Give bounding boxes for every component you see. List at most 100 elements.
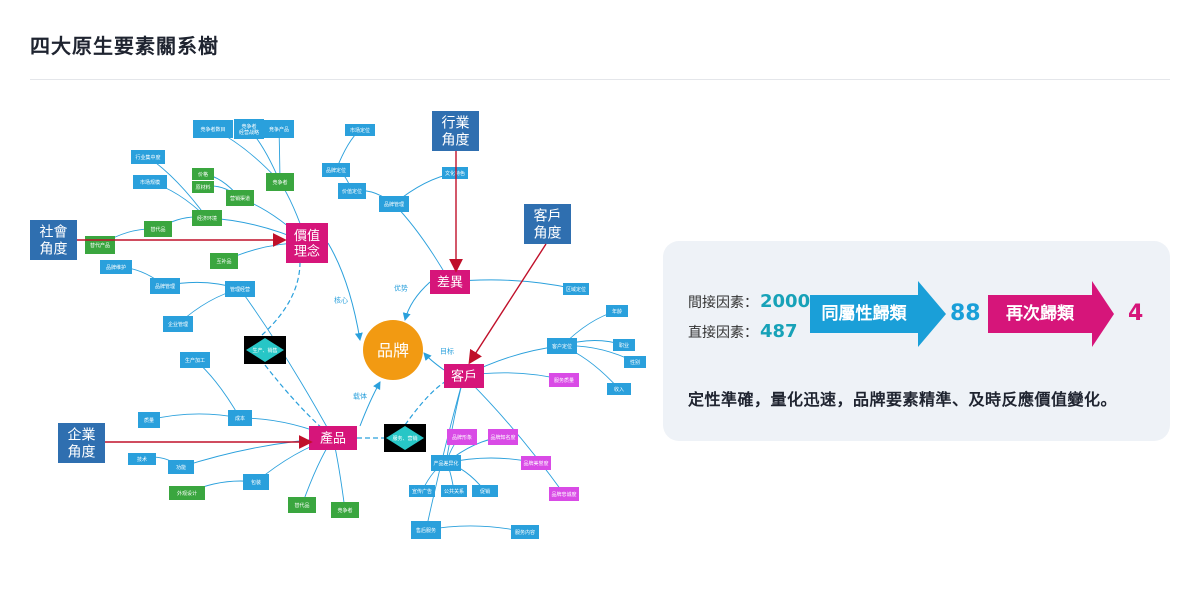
factor-node-label: 文化特色: [445, 170, 465, 177]
factor-node-s19: 外观设计: [169, 486, 205, 500]
indirect-factors-label: 間接因素：: [688, 295, 758, 311]
factor-node-label: 经济环境: [197, 215, 217, 222]
factor-node-label: 质量: [144, 417, 154, 424]
factor-node-label: 替代产品: [90, 242, 110, 249]
factor-node-label: 促销: [480, 488, 490, 495]
factor-node-s45: 市场规模: [133, 175, 167, 189]
decision-production-sales: 生产、销售: [244, 336, 286, 364]
factor-node-s9: 营销渠道: [226, 190, 254, 206]
factor-node-box: [128, 453, 156, 465]
main-node-product: 產品: [309, 426, 357, 450]
factor-node-s17: 成本: [228, 410, 252, 426]
factor-node-box: [549, 487, 579, 501]
factor-node-s24: 品牌管理: [379, 196, 409, 212]
factor-node-box: [243, 474, 269, 490]
brand-hub-circle: [363, 320, 423, 380]
brand-relationship-diagram: 核心优势载体目标竞争者数目竞争者经营战略竞争产品竞争者替代品价格替代产品经济环境…: [30, 111, 646, 539]
factor-node-s35: 服务内容: [511, 525, 539, 539]
factor-node-label: 竞争者经营战略: [239, 123, 259, 136]
perspective-social: 社會角度: [30, 220, 77, 260]
factor-node-s25: 客户定位: [547, 338, 577, 354]
factor-node-label: 生产加工: [185, 357, 205, 364]
factor-node-s2: 竞争者经营战略: [234, 119, 264, 139]
factor-node-box: [472, 485, 498, 497]
classify-step-2-label: 再次歸類: [1006, 304, 1074, 324]
main-node-customer: 客戶: [444, 364, 484, 388]
factor-node-s41: 功能: [168, 460, 194, 474]
factor-node-label: 职业: [619, 342, 629, 349]
factor-node-label: 技术: [137, 456, 147, 463]
edge-label-target: 目标: [440, 347, 454, 356]
factor-node-s42: 技术: [128, 453, 156, 465]
link-value-hub: [327, 242, 363, 341]
main-node-diff: 差異: [430, 270, 470, 294]
main-node-label: 產品: [320, 431, 346, 447]
decision-service-marketing-diamond: [386, 426, 424, 450]
factor-node-s28: 收入: [607, 383, 631, 395]
classify-result-2: 4: [1128, 301, 1144, 326]
factor-node-label: 替代品: [294, 502, 309, 509]
main-node-box: [444, 364, 484, 388]
factor-node-box: [624, 356, 646, 368]
factor-node-label: 成本: [235, 415, 245, 422]
factor-node-s32: 服务质量: [549, 373, 579, 387]
main-node-label: 客戶: [451, 369, 477, 385]
factor-node-label: 服务内容: [515, 529, 535, 536]
factor-node-s23: 价值定位: [338, 183, 366, 199]
factor-node-box: [379, 196, 409, 212]
decision-production-sales-diamond: [246, 338, 284, 362]
factor-node-box: [442, 167, 468, 179]
main-node-box: [286, 223, 328, 263]
classify-arrow-2: 再次歸類: [988, 281, 1114, 347]
factor-node-box: [210, 253, 238, 269]
factor-node-box: [264, 120, 294, 138]
main-node-label: 價值理念: [294, 228, 320, 260]
factor-node-s1: 竞争者数目: [193, 120, 233, 138]
link-product-hub: [359, 381, 381, 427]
factor-node-box: [549, 373, 579, 387]
factor-node-label: 品牌美誉度: [523, 460, 548, 467]
factor-node-box: [331, 502, 359, 518]
factor-node-box: [288, 497, 316, 513]
factor-node-s13: 品牌管理: [150, 278, 180, 294]
factor-node-label: 行业集中度: [135, 154, 160, 161]
factor-node-s18: 质量: [138, 412, 160, 428]
factor-node-label: 营销渠道: [230, 195, 250, 202]
factor-node-s16: 生产加工: [180, 352, 210, 368]
factor-node-label: 产品差异化: [433, 460, 458, 467]
factor-node-s7: 替代产品: [85, 236, 115, 254]
connector-s18-s17: [148, 413, 241, 421]
factor-node-s20: 包装: [243, 474, 269, 490]
factor-node-label: 售后服务: [416, 527, 436, 534]
arrow-shape-magenta: [988, 281, 1114, 347]
brand-hub: 品牌: [363, 320, 423, 380]
factor-node-s39: 竞争者: [331, 502, 359, 518]
factor-node-s15: 企业管理: [163, 316, 193, 332]
factor-node-s6: 价格: [192, 168, 214, 180]
direct-factors: 直接因素：487: [688, 321, 798, 342]
perspective-industry-box: [432, 111, 479, 151]
factor-node-s12: 管理经营: [225, 281, 255, 297]
connector-s12-product: [239, 288, 334, 439]
factor-node-s27: 性别: [624, 356, 646, 368]
link-diff-hub: [402, 281, 431, 321]
factor-node-label: 互补品: [216, 258, 231, 265]
factor-node-label: 竞争者数目: [200, 126, 225, 133]
factor-node-box: [613, 339, 635, 351]
factor-node-label: 品牌忠诚度: [551, 491, 576, 498]
perspective-enterprise: 企業角度: [58, 423, 105, 463]
factor-node-s11: 互补品: [210, 253, 238, 269]
factor-node-label: 企业管理: [168, 321, 188, 328]
direct-factors-value: 487: [760, 321, 798, 342]
factor-node-label: 品牌维护: [106, 264, 126, 271]
factor-node-box: [409, 485, 435, 497]
factor-node-box: [168, 460, 194, 474]
arrow-shape-blue: [810, 281, 946, 347]
factor-node-box: [192, 210, 222, 226]
brand-hub-label: 品牌: [377, 341, 409, 360]
factor-node-s36: 宣传广告: [409, 485, 435, 497]
factor-node-box: [192, 168, 214, 180]
factor-node-s33: 品牌忠诚度: [549, 487, 579, 501]
factor-node-label: 竞争者: [272, 179, 287, 186]
factor-node-box: [225, 281, 255, 297]
